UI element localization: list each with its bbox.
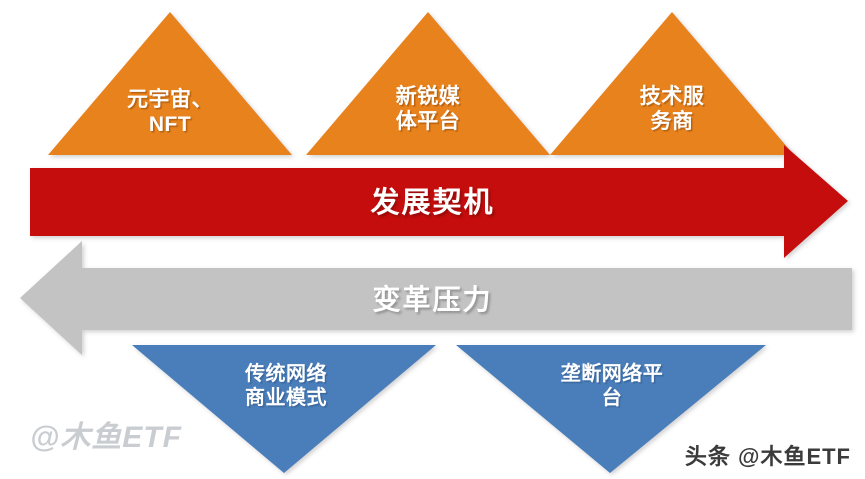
triangle-traditional-internet-business-model xyxy=(132,345,436,473)
triangle-technology-service-provider xyxy=(550,12,794,155)
development-opportunity-arrow-shape xyxy=(30,145,848,258)
bottom-triangle-group xyxy=(132,345,766,473)
development-opportunity-arrow xyxy=(30,145,848,258)
reform-pressure-arrow-shape xyxy=(20,241,852,355)
top-triangle-group xyxy=(48,12,794,155)
triangle-emerging-media-platform xyxy=(306,12,550,155)
triangle-monopoly-internet-platform xyxy=(456,345,766,473)
reform-pressure-arrow xyxy=(20,241,852,355)
triangle-metaverse-nft xyxy=(48,12,292,155)
